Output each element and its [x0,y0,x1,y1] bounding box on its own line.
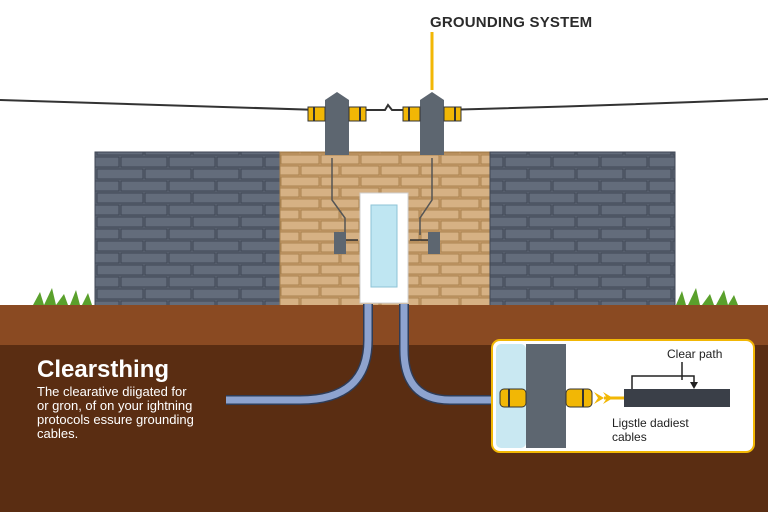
door-glass [370,204,398,288]
down-conductor-right [419,158,433,235]
down-conductor-left [331,158,346,235]
clamp-left [334,232,346,254]
inset-label-line: cables [612,430,647,444]
ground-conduit-left-fill [226,304,372,404]
air-terminal-right [402,92,462,155]
grass-right [676,288,738,305]
inset-cable [624,389,730,407]
air-terminal-left [307,92,367,155]
inset-wall-block [526,344,566,448]
caption-line: protocols essure grounding [37,412,194,427]
caption-line: The clearative diigated for [37,384,187,399]
diagram-title: GROUNDING SYSTEM [430,14,593,31]
inset-clear-path-arrowhead [690,382,698,389]
clamp-right [428,232,440,254]
inset-clear-path-line [631,375,695,389]
caption-text: The clearative diigated for or gron, of … [37,385,237,441]
brick-wall-right [489,151,676,308]
caption-line: or gron, of on your ightning [37,398,193,413]
inset-connector-left [499,388,527,408]
inset-connector-right [565,388,593,408]
inset-label-clear-path: Clear path [667,347,723,361]
grass-left [33,288,92,305]
inset-label-cables: Ligstle dadiest cables [612,416,712,444]
inset-label-line: Ligstle dadiest [612,416,689,430]
caption-heading: Clearsthing [37,356,170,383]
caption-line: cables. [37,426,79,441]
ground-conduit-right-fill [400,304,494,404]
overhead-wire [0,98,768,111]
brick-wall-left [94,151,281,308]
inset-arrow-chevron-1 [594,392,604,404]
